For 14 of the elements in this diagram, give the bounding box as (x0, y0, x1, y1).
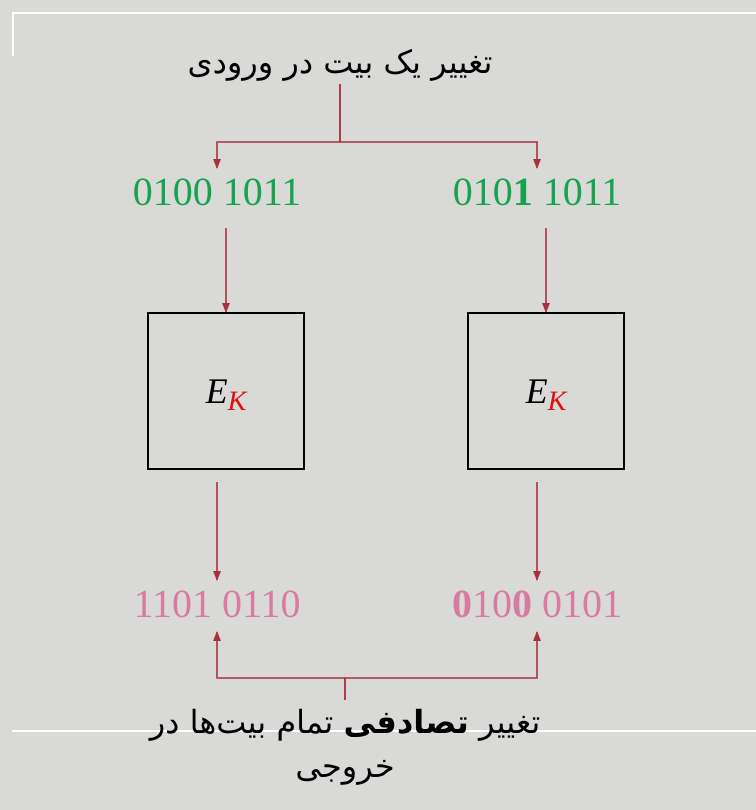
annotation-text: تغییر تصادفی تمام بیت‌ها در خروجی (105, 700, 585, 788)
arrow (542, 228, 550, 313)
arrow (213, 482, 221, 581)
input-bits: 0100 1011 (132, 168, 302, 216)
encryption-block: E$_{K}$ (147, 312, 305, 470)
output-bits: 1101 0110 (133, 580, 301, 628)
input-bits: 0101 1011 (452, 168, 622, 216)
arrow (533, 482, 541, 581)
arrow (339, 84, 541, 169)
arrow (344, 631, 541, 700)
arrow (222, 228, 230, 313)
output-bits: 0100 0101 (452, 580, 622, 628)
annotation-text: تغییر یک بیت در ورودی (185, 40, 495, 84)
encryption-block: E$_{K}$ (467, 312, 625, 470)
